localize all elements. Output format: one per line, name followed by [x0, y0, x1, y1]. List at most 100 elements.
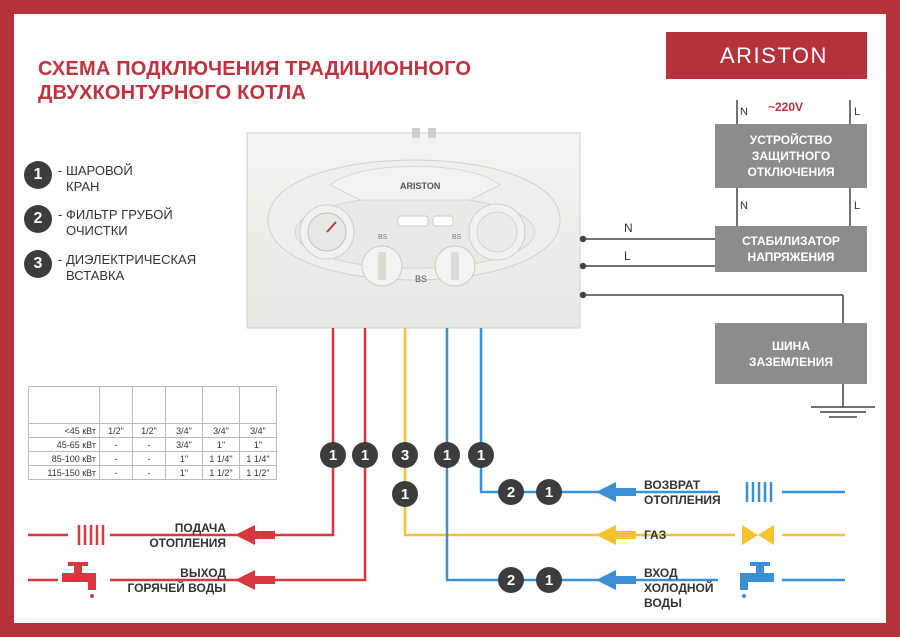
table-cell: 1 1/4": [202, 451, 240, 466]
table-cell: -: [132, 451, 166, 466]
table-header-row: [28, 386, 277, 424]
row-label: 45-65 кВт: [28, 437, 100, 452]
ground-bus-box: ШИНА ЗАЗЕМЛЕНИЯ: [715, 323, 867, 384]
table-cell: -: [99, 451, 133, 466]
hot-tap-icon: [62, 562, 96, 598]
label-line: ГОРЯЧЕЙ ВОДЫ: [127, 581, 226, 595]
rcd-line: УСТРОЙСТВО: [749, 133, 833, 147]
table-header-hot-tap: [132, 386, 166, 424]
hot-water-label: ВЫХОД ГОРЯЧЕЙ ВОДЫ: [120, 566, 226, 596]
table-header-hot-radiator: [239, 386, 277, 424]
legend-line: КРАН: [66, 179, 100, 194]
ball-valve-badge: 1: [536, 479, 562, 505]
table-row: 115-150 кВт - - 1" 1 1/2" 1 1/2": [28, 465, 277, 480]
table-cell: 1/2": [99, 423, 133, 438]
stabilizer-box: СТАБИЛИЗАТОР НАПРЯЖЕНИЯ: [715, 226, 867, 272]
ground-line: ЗАЗЕМЛЕНИЯ: [748, 354, 834, 369]
boiler-model: BS: [415, 274, 428, 284]
row-label: <45 кВт: [28, 423, 100, 438]
label-line: ХОЛОДНОЙ: [644, 581, 714, 595]
stabilizer-line: СТАБИЛИЗАТОР: [742, 234, 840, 248]
supply-arrow: [235, 525, 275, 545]
rcd-n-label: N: [740, 106, 748, 118]
ball-valve-badge: 1: [536, 567, 562, 593]
legend-text: - ФИЛЬТР ГРУБОЙ ОЧИСТКИ: [58, 205, 173, 239]
gas-valve-icon: [742, 525, 774, 545]
hot-water-arrow: [235, 570, 275, 590]
legend-number: 2: [24, 205, 52, 233]
dielectric-insert-badge: 3: [392, 442, 418, 468]
legend-line: - ДИЭЛЕКТРИЧЕСКАЯ: [58, 252, 197, 267]
knob-left-label: BS: [378, 234, 388, 241]
label-line: ВОЗВРАТ: [644, 478, 701, 492]
table-cell: 1": [202, 437, 240, 452]
supply-heating-label: ПОДАЧА ОТОПЛЕНИЯ: [142, 521, 226, 551]
electrical-wiring: [579, 100, 875, 418]
legend-item-2: 2 - ФИЛЬТР ГРУБОЙ ОЧИСТКИ: [24, 205, 173, 239]
table-cell: 3/4": [239, 423, 277, 438]
supply-heating-pipe: [110, 328, 335, 537]
return-arrow: [596, 482, 636, 502]
stab-n-label: N: [740, 200, 748, 212]
pipe-icons: [62, 482, 774, 598]
legend-text: - ШАРОВОЙ КРАН: [58, 161, 133, 195]
table-row: 85-100 кВт - - 1" 1 1/4" 1 1/4": [28, 451, 277, 466]
table-row: 45-65 кВт - - 3/4" 1" 1": [28, 437, 277, 452]
rcd-l-label: L: [854, 106, 861, 118]
table-cell: 1 1/2": [239, 465, 277, 480]
table-cell: -: [99, 465, 133, 480]
table-cell: 3/4": [202, 423, 240, 438]
table-cell: -: [132, 465, 166, 480]
table-cell: 3/4": [165, 423, 203, 438]
ground-line: ШИНА: [771, 338, 810, 353]
legend-item-1: 1 - ШАРОВОЙ КРАН: [24, 161, 133, 195]
cold-radiator-icon: [745, 482, 773, 502]
gas-arrow: [596, 525, 636, 545]
table-cell: 1": [165, 451, 203, 466]
table-header-cold-radiator: [202, 386, 240, 424]
rcd-line: ЗАЩИТНОГО: [751, 149, 831, 163]
legend-number: 1: [24, 161, 52, 189]
pipe-size-table: <45 кВт 1/2" 1/2" 3/4" 3/4" 3/4" 45-65 к…: [28, 386, 277, 480]
brand-badge: ARISTON: [666, 32, 867, 79]
ball-valve-badge: 1: [320, 442, 346, 468]
voltage-label: ~220V: [768, 100, 804, 114]
rcd-line: ОТКЛЮЧЕНИЯ: [747, 165, 835, 179]
title-line-2: ДВУХКОНТУРНОГО КОТЛА: [38, 82, 307, 104]
table-cell: -: [132, 437, 166, 452]
table-cell: 1/2": [132, 423, 166, 438]
table-cell: -: [99, 437, 133, 452]
return-heating-pipe: [479, 328, 718, 494]
filter-badge: 2: [498, 479, 524, 505]
table-corner-cell: [28, 386, 100, 424]
label-line: ПОДАЧА: [174, 521, 226, 535]
filter-badge: 2: [498, 567, 524, 593]
table-cell: 1": [239, 437, 277, 452]
site-watermark: городанапа.ру: [728, 608, 837, 623]
table-cell: 3/4": [165, 437, 203, 452]
title-line-1: СХЕМА ПОДКЛЮЧЕНИЯ ТРАДИЦИОННОГО: [38, 58, 472, 80]
label-line: ВЫХОД: [180, 566, 226, 580]
legend-number: 3: [24, 250, 52, 278]
table-row: <45 кВт 1/2" 1/2" 3/4" 3/4" 3/4": [28, 423, 277, 438]
legend-line: - ШАРОВОЙ: [58, 163, 133, 178]
wire-l-label: L: [624, 249, 631, 263]
legend-text: - ДИЭЛЕКТРИЧЕСКАЯ ВСТАВКА: [58, 250, 196, 284]
hot-radiator-icon: [77, 525, 105, 545]
cold-water-label: ВХОД ХОЛОДНОЙ ВОДЫ: [644, 566, 714, 611]
table-cell: 1 1/2": [202, 465, 240, 480]
ball-valve-badge: 1: [434, 442, 460, 468]
stabilizer-line: НАПРЯЖЕНИЯ: [747, 250, 835, 264]
knob-right-label: BS: [452, 234, 462, 241]
cold-arrow: [596, 570, 636, 590]
cold-tap-icon: [740, 562, 774, 598]
boiler-brand: ARISTON: [400, 181, 441, 191]
hot-water-pipe: [110, 328, 367, 582]
wire-n-label: N: [624, 221, 633, 235]
table-header-gas: [165, 386, 203, 424]
ball-valve-badge: 1: [392, 481, 418, 507]
ball-valve-badge: 1: [468, 442, 494, 468]
page-title: СХЕМА ПОДКЛЮЧЕНИЯ ТРАДИЦИОННОГО ДВУХКОНТ…: [38, 57, 471, 105]
legend-line: ВСТАВКА: [66, 268, 125, 283]
